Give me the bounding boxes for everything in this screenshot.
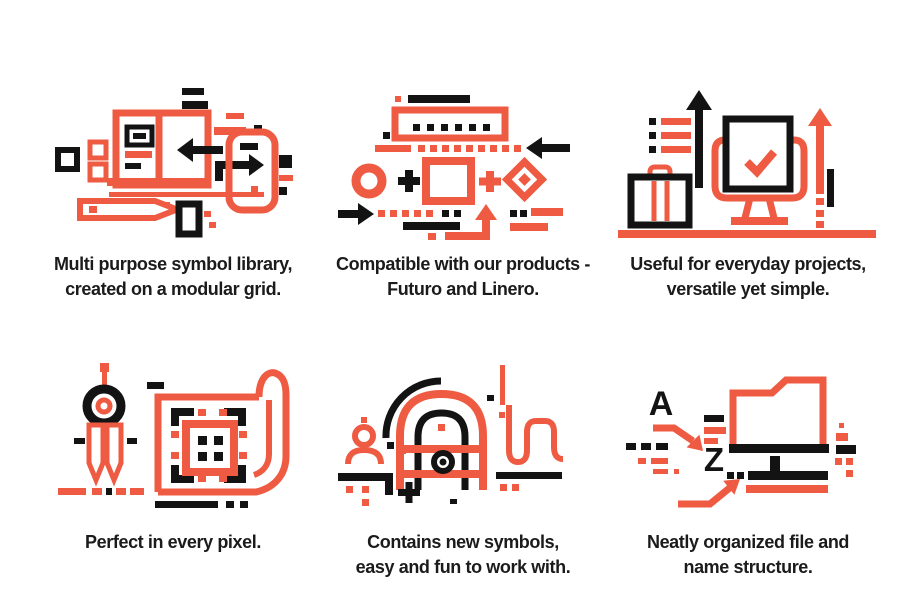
feature-grid: Multi purpose symbol library, created on… [18, 72, 898, 580]
compatibility-icon [338, 72, 588, 240]
caption-line: Multi purpose symbol library, [53, 254, 293, 274]
caption-line: versatile yet simple. [666, 279, 830, 299]
symbol-library-icon-svg [55, 88, 293, 238]
caption-line: easy and fun to work with. [355, 557, 571, 577]
caption-line: Neatly organized file and [646, 532, 850, 552]
feature-caption: Contains new symbols, easy and fun to wo… [356, 530, 571, 580]
svg-text:A: A [648, 385, 673, 423]
caption-line: Compatible with our products - [336, 254, 590, 274]
caption-line: Contains new symbols, [367, 532, 559, 552]
feature-file-structure: A Z [598, 350, 898, 580]
feature-compatibility: Compatible with our products - Futuro an… [328, 72, 598, 302]
feature-new-symbols: Contains new symbols, easy and fun to wo… [328, 350, 598, 580]
file-structure-icon-svg: A Z [625, 376, 856, 508]
file-structure-icon: A Z [625, 350, 871, 518]
feature-caption: Neatly organized file and name structure… [647, 530, 849, 580]
symbol-library-icon [49, 72, 297, 240]
caption-line: Futuro and Linero. [387, 279, 539, 299]
compatibility-icon-svg [338, 95, 570, 240]
feature-caption: Useful for everyday projects, versatile … [630, 252, 866, 302]
svg-text:Z: Z [703, 441, 723, 478]
caption-line: created on a modular grid. [65, 279, 281, 299]
caption-line: name structure. [683, 557, 813, 577]
caption-line: Perfect in every pixel. [85, 532, 261, 552]
feature-everyday-projects: Useful for everyday projects, versatile … [598, 72, 898, 302]
feature-caption: Compatible with our products - Futuro an… [336, 252, 590, 302]
new-symbols-icon [338, 350, 588, 518]
everyday-projects-icon-svg [618, 90, 876, 238]
feature-symbol-library: Multi purpose symbol library, created on… [18, 72, 328, 302]
new-symbols-icon-svg [338, 365, 564, 506]
feature-caption: Multi purpose symbol library, created on… [53, 252, 293, 302]
feature-caption: Perfect in every pixel. [85, 530, 261, 555]
pixel-perfect-icon [48, 350, 298, 518]
everyday-projects-icon [618, 72, 878, 240]
feature-pixel-perfect: Perfect in every pixel. [18, 350, 328, 580]
caption-line: Useful for everyday projects, [630, 254, 866, 274]
pixel-perfect-icon-svg [58, 363, 290, 508]
